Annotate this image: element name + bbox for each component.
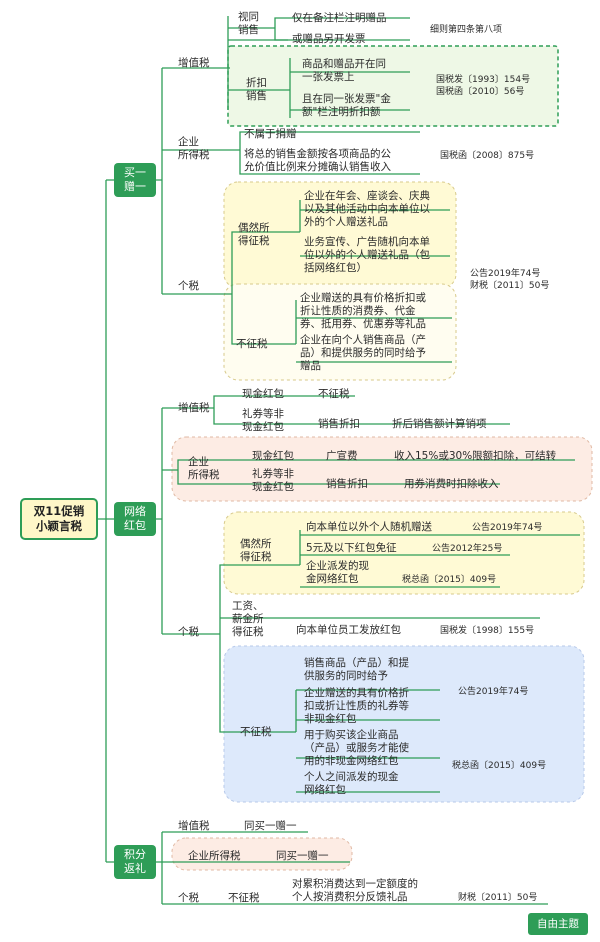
- buy-vat-label: 增值税: [178, 57, 210, 69]
- node-points-gift: 积分 返礼: [114, 845, 156, 879]
- buy-incidental-item-1: 企业在年会、座谈会、庆典 以及其他活动中向本单位以 外的个人赠送礼品: [304, 190, 430, 228]
- red-cit-coupon: 礼券等非 现金红包: [252, 468, 294, 493]
- red-exempt-ref-2: 税总函〔2015〕409号: [452, 761, 547, 771]
- points-iit-exempt: 不征税: [228, 892, 260, 904]
- buy-exempt-label: 不征税: [236, 338, 268, 350]
- red-cit-cash-mid: 广宣费: [326, 450, 358, 462]
- red-exempt-item-4: 个人之间派发的现金 网络红包: [304, 771, 399, 796]
- red-exempt-label: 不征税: [240, 726, 272, 738]
- buy-exempt-item-2: 企业在向个人销售商品（产 品）和提供服务的同时给予 赠品: [300, 334, 426, 372]
- buy-iit-label: 个税: [178, 280, 199, 292]
- buy-cit-ref: 国税函〔2008〕875号: [440, 151, 535, 161]
- red-incidental-item-1: 向本单位以外个人随机赠送: [306, 521, 432, 533]
- red-vat-label: 增值税: [178, 402, 210, 414]
- red-incidental-ref-2: 公告2012年25号: [432, 544, 503, 554]
- node-buy-one-get-one: 买一 赠一: [114, 163, 156, 197]
- red-vat-coupon-result: 折后销售额计算销项: [392, 418, 487, 430]
- discount-sale-item-1: 商品和赠品开在同 一张发票上: [302, 58, 386, 83]
- red-iit-label: 个税: [178, 626, 199, 638]
- red-incidental-ref-1: 公告2019年74号: [472, 523, 543, 533]
- points-vat-result: 同买一赠一: [244, 820, 297, 832]
- points-iit-ref: 财税〔2011〕50号: [458, 893, 538, 903]
- red-incidental-item-2: 5元及以下红包免征: [306, 542, 397, 554]
- red-exempt-ref-1: 公告2019年74号: [458, 687, 529, 697]
- iit-incidental-red-frame: [223, 511, 585, 595]
- points-cit-result: 同买一赠一: [276, 850, 329, 862]
- points-iit-item: 对累积消费达到一定额度的 个人按消费积分反馈礼品: [292, 878, 418, 903]
- discount-sale-label: 折扣 销售: [246, 77, 267, 102]
- buy-exempt-item-1: 企业赠送的具有价格折扣或 折让性质的消费券、代金 券、抵用券、优惠券等礼品: [300, 292, 426, 330]
- points-vat-label: 增值税: [178, 820, 210, 832]
- red-exempt-item-1: 销售商品（产品）和提 供服务的同时给予: [304, 657, 409, 682]
- points-cit-label: 企业所得税: [188, 850, 241, 862]
- red-incidental-ref-3: 税总函〔2015〕409号: [402, 575, 497, 585]
- red-cit-cash-result: 收入15%或30%限额扣除，可结转: [394, 450, 557, 462]
- buy-cit-label: 企业 所得税: [178, 136, 210, 161]
- red-wage-item: 向本单位员工发放红包: [296, 624, 401, 636]
- discount-sale-ref: 国税发〔1993〕154号 国税函〔2010〕56号: [436, 75, 531, 97]
- free-topic-tag[interactable]: 自由主题: [528, 913, 588, 935]
- points-iit-label: 个税: [178, 892, 199, 904]
- red-cit-coupon-result: 用券消费时扣除收入: [404, 478, 499, 490]
- cit-red-group-frame: [171, 436, 593, 502]
- red-vat-cash: 现金红包: [242, 388, 284, 400]
- buy-iit-ref: 公告2019年74号 财税〔2011〕50号: [470, 269, 550, 291]
- deemed-sale-item-2: 或赠品另开发票: [292, 33, 366, 45]
- buy-cit-item-1: 不属于捐赠: [244, 128, 297, 140]
- red-vat-coupon-mid: 销售折扣: [318, 418, 360, 430]
- node-online-red-packet: 网络 红包: [114, 502, 156, 536]
- exempt-group-frame: [223, 283, 457, 381]
- red-cit-label: 企业 所得税: [188, 456, 220, 481]
- buy-incidental-label: 偶然所 得征税: [238, 222, 270, 247]
- red-wage-ref: 国税发〔1998〕155号: [440, 626, 535, 636]
- red-vat-cash-result: 不征税: [318, 388, 350, 400]
- buy-incidental-item-2: 业务宣传、广告随机向本单 位以外的个人赠送礼品（包 括网络红包）: [304, 236, 430, 274]
- iit-exempt-red-frame: [223, 645, 585, 803]
- red-cit-coupon-mid: 销售折扣: [326, 478, 368, 490]
- red-wage-label: 工资、 薪金所 得征税: [232, 600, 264, 638]
- deemed-sale-label: 视同 销售: [238, 11, 259, 36]
- deemed-sale-item-1: 仅在备注栏注明赠品: [292, 12, 387, 24]
- deemed-sale-ref: 细则第四条第八项: [430, 25, 503, 35]
- red-exempt-item-2: 企业赠送的具有价格折 扣或折让性质的礼券等 非现金红包: [304, 687, 409, 725]
- red-incidental-item-3: 企业派发的现 金网络红包: [306, 560, 369, 585]
- red-exempt-item-3: 用于购买该企业商品 （产品）或服务才能使 用的非现金网络红包: [304, 729, 409, 767]
- root-node: 双11促销 小颖言税: [20, 498, 98, 540]
- buy-cit-item-2: 将总的销售金额按各项商品的公 允价值比例来分摊确认销售收入: [244, 148, 391, 173]
- red-vat-coupon: 礼券等非 现金红包: [242, 408, 284, 433]
- red-cit-cash: 现金红包: [252, 450, 294, 462]
- red-incidental-label: 偶然所 得征税: [240, 538, 272, 563]
- discount-sale-item-2: 且在同一张发票"金 额"栏注明折扣额: [302, 93, 391, 118]
